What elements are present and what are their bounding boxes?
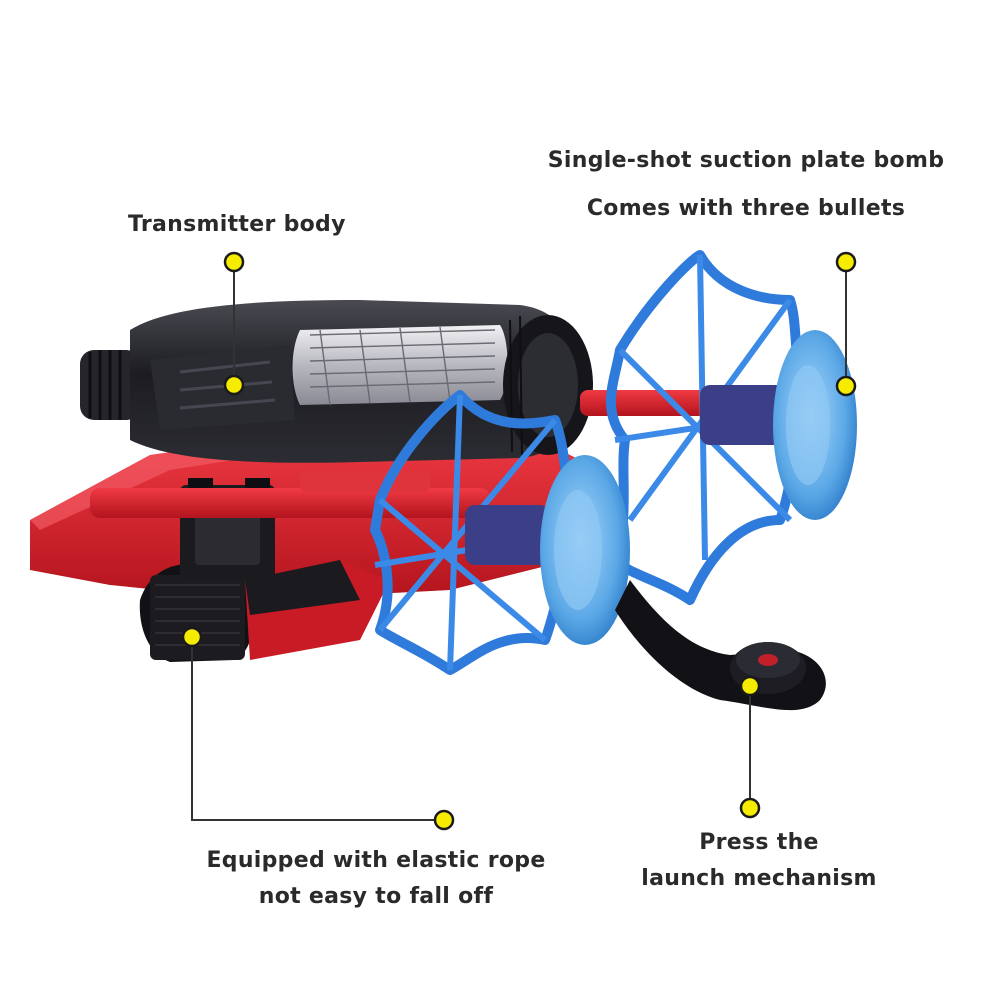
transmitter-body-shape bbox=[80, 300, 593, 463]
launch-mechanism-label-line1: Press the bbox=[699, 830, 819, 855]
dot-suction-target bbox=[835, 375, 857, 397]
dot-strap-target bbox=[181, 626, 203, 648]
dot-transmitter-top bbox=[223, 251, 245, 273]
dot-transmitter-target bbox=[223, 374, 245, 396]
suction-plate-label-line2: Comes with three bullets bbox=[586, 196, 906, 221]
dot-strap-end bbox=[433, 809, 455, 831]
suction-plate-label-line1: Single-shot suction plate bomb bbox=[547, 148, 945, 173]
dot-launch-end bbox=[739, 797, 761, 819]
elastic-rope-label-line2: not easy to fall off bbox=[258, 884, 494, 909]
dot-launch-target bbox=[739, 675, 761, 697]
strap bbox=[139, 560, 390, 662]
transmitter-body-label: Transmitter body bbox=[128, 212, 346, 237]
callout-dots bbox=[181, 251, 857, 831]
launch-lever bbox=[615, 580, 826, 711]
dot-suction-top bbox=[835, 251, 857, 273]
elastic-rope-label-line1: Equipped with elastic rope bbox=[206, 848, 546, 873]
launch-mechanism-label-line2: launch mechanism bbox=[641, 866, 877, 891]
web-bullet-back bbox=[606, 250, 857, 605]
leader-lines bbox=[191, 262, 847, 821]
web-bullet-front bbox=[370, 390, 630, 675]
